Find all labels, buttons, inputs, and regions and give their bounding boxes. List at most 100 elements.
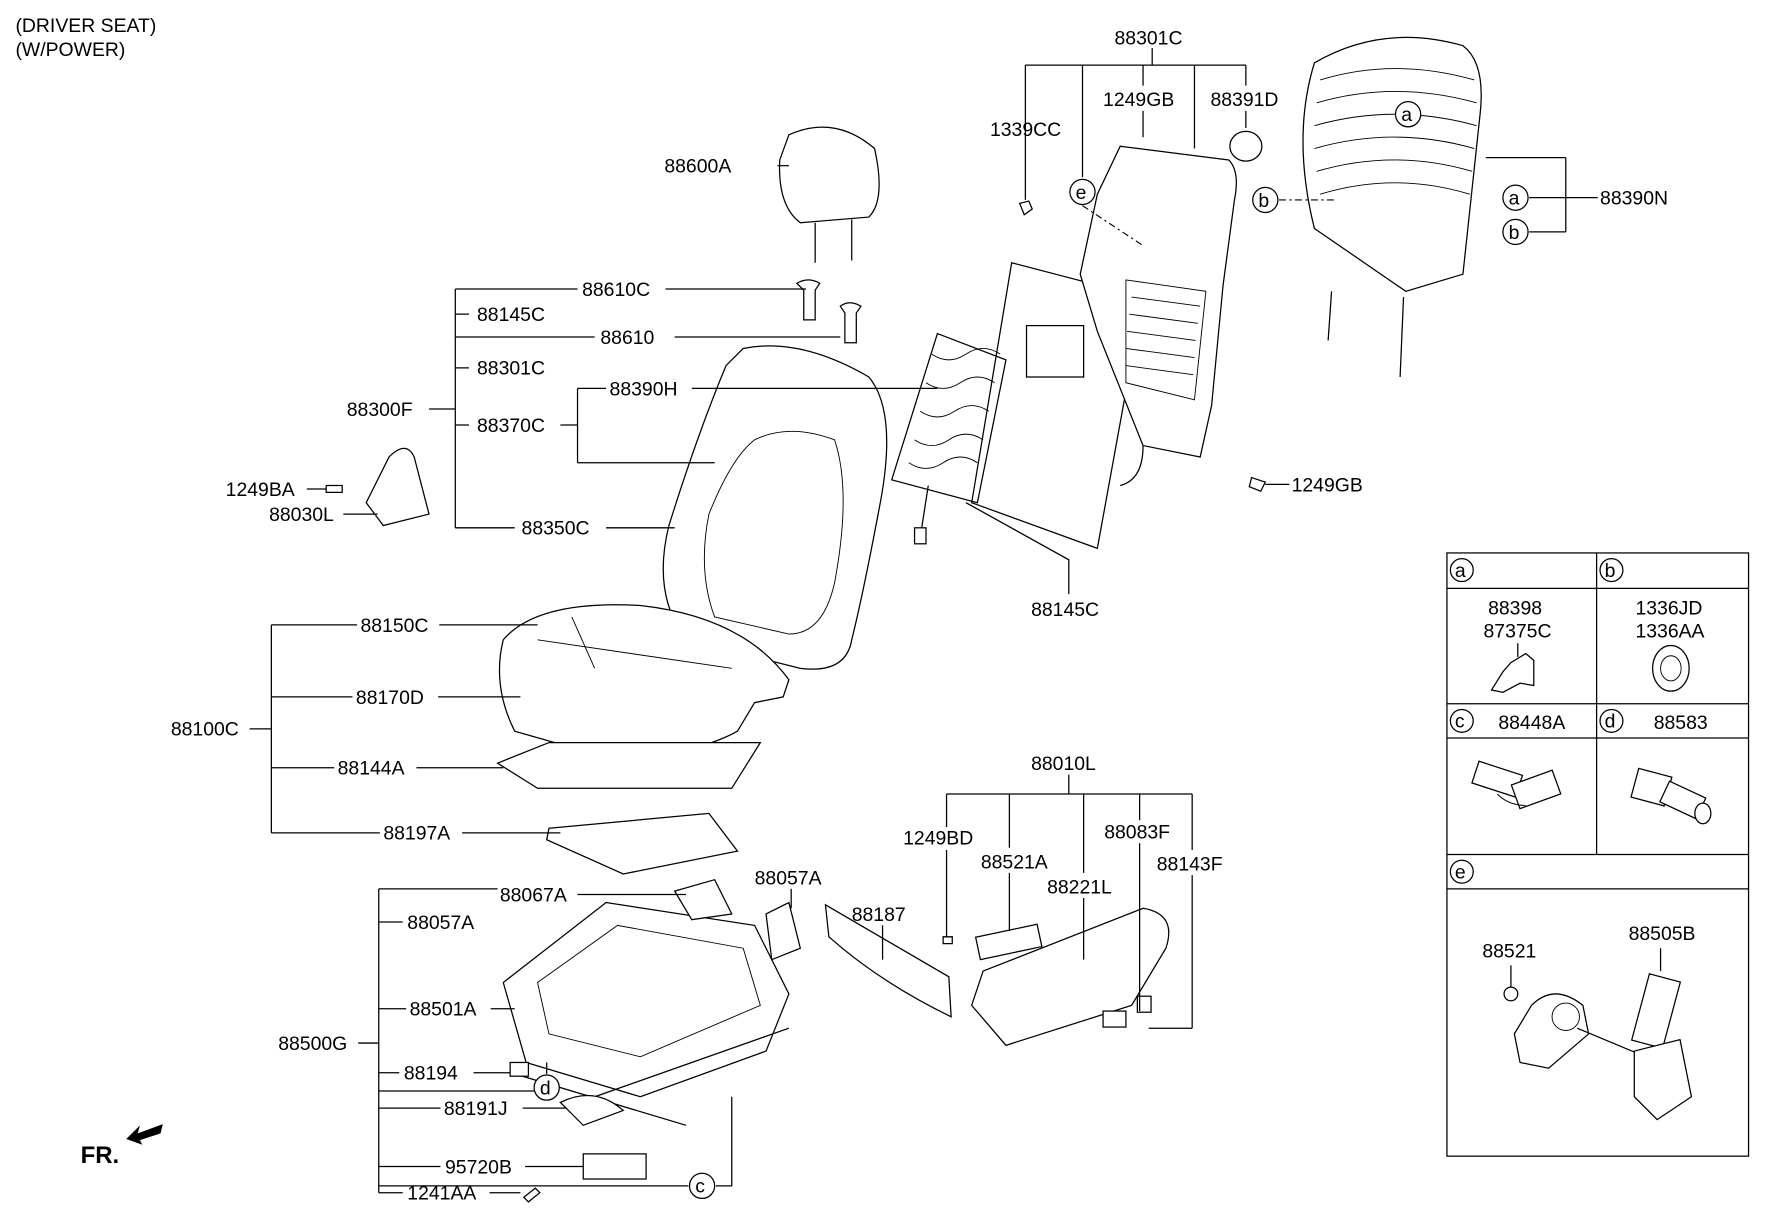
- marker-c-seat: c: [688, 1172, 716, 1200]
- label-88221L: 88221L: [1047, 876, 1112, 898]
- trim-strip-drawing: [824, 903, 952, 1018]
- label-88170D: 88170D: [356, 687, 424, 709]
- label-88150C: 88150C: [360, 615, 428, 637]
- side-shield-drawing: [970, 907, 1170, 1047]
- back-cover-rear-drawing: [1302, 36, 1482, 378]
- label-88194: 88194: [404, 1063, 458, 1085]
- detail-legend-box: a b c d e 88398 87375C 1336JD 1336AA 884…: [1446, 552, 1750, 1157]
- label-88390H: 88390H: [610, 378, 678, 400]
- recliner-88505B-drawing: [1503, 948, 1693, 1121]
- seat-frame-drawing: [502, 878, 802, 1203]
- label-88390N: 88390N: [1600, 187, 1668, 209]
- svg-text:FR.: FR.: [81, 1142, 120, 1169]
- label-88301C-left: 88301C: [477, 358, 545, 380]
- legend-marker-a: a: [1449, 558, 1474, 583]
- svg-text:c: c: [1455, 711, 1465, 733]
- label-88010L: 88010L: [1031, 753, 1096, 775]
- label-88370C: 88370C: [477, 415, 545, 437]
- svg-text:b: b: [1509, 222, 1520, 244]
- label-88144A: 88144A: [338, 758, 405, 780]
- cushion-pan-drawing: [545, 812, 739, 875]
- svg-text:d: d: [540, 1077, 551, 1099]
- back-panel-label-area: [1025, 324, 1085, 378]
- legend-b-part-1: 1336JD: [1635, 598, 1702, 620]
- svg-text:a: a: [1401, 104, 1412, 126]
- marker-a-88390N: a: [1502, 184, 1529, 211]
- label-88067A: 88067A: [500, 884, 567, 906]
- legend-d-part: 88583: [1654, 712, 1708, 734]
- svg-text:a: a: [1509, 187, 1520, 209]
- seatback-pad-drawing: [890, 332, 1007, 545]
- side-trim-drawing: [365, 447, 430, 527]
- switch-88521A: [974, 923, 1043, 961]
- svg-text:e: e: [1076, 182, 1087, 204]
- label-88083F: 88083F: [1104, 822, 1170, 844]
- label-88187: 88187: [852, 904, 906, 926]
- svg-text:b: b: [1258, 190, 1269, 212]
- headrest-drawing: [778, 126, 880, 344]
- label-1339CC: 1339CC: [990, 119, 1061, 141]
- clip-88398-drawing: [1490, 652, 1535, 693]
- label-88145C-bottom: 88145C: [1031, 599, 1099, 621]
- legend-marker-d: d: [1599, 708, 1624, 733]
- marker-d-seat: d: [533, 1074, 560, 1101]
- svg-text:c: c: [695, 1176, 705, 1198]
- label-88191J: 88191J: [444, 1098, 508, 1120]
- label-88391D: 88391D: [1210, 89, 1278, 111]
- callout-labels: 88301C 1339CC 1249GB 88391D 88600A 88610…: [171, 28, 1668, 1205]
- seatback-frame-drawing: [1018, 130, 1263, 487]
- label-88057A-left: 88057A: [407, 912, 474, 934]
- label-88143F: 88143F: [1157, 854, 1223, 876]
- cushion-heater-mat-drawing: [496, 741, 762, 789]
- bolt-1249BA: [325, 484, 343, 494]
- knob-88143F: [1136, 995, 1152, 1013]
- legend-a-part-2: 87375C: [1484, 620, 1552, 642]
- legend-a-part-1: 88398: [1488, 598, 1542, 620]
- marker-b-seat: b: [1252, 186, 1279, 214]
- marker-e-seat: e: [1069, 178, 1096, 206]
- legend-e-part-2: 88505B: [1629, 923, 1696, 945]
- label-88610C: 88610C: [582, 279, 650, 301]
- marker-b-88390N: b: [1502, 218, 1529, 246]
- legend-marker-b: b: [1599, 558, 1624, 583]
- label-88501A: 88501A: [410, 999, 477, 1021]
- bolt-1249GB: [1248, 476, 1267, 493]
- label-1249GB-right: 1249GB: [1292, 474, 1363, 496]
- front-direction-indicator: FR.: [81, 1124, 163, 1169]
- retainer-1336JD-drawing: [1651, 644, 1690, 692]
- leader-lines: [249, 47, 1598, 1194]
- label-88600A: 88600A: [664, 156, 731, 178]
- svg-text:e: e: [1455, 862, 1466, 884]
- seatback-cover-drawing: [662, 345, 888, 670]
- svg-text:a: a: [1455, 560, 1466, 582]
- label-88100C: 88100C: [171, 719, 239, 741]
- legend-marker-e: e: [1449, 859, 1474, 884]
- label-88350C: 88350C: [522, 518, 590, 540]
- label-88145C-left: 88145C: [477, 304, 545, 326]
- label-88610: 88610: [600, 327, 654, 349]
- svg-text:d: d: [1605, 711, 1616, 733]
- svg-text:b: b: [1605, 560, 1616, 582]
- legend-marker-c: c: [1449, 708, 1474, 733]
- legend-c-part: 88448A: [1498, 712, 1565, 734]
- seat-cushion-drawing: [498, 604, 790, 756]
- knob-88083F: [1102, 1010, 1127, 1028]
- title-line-1: (DRIVER SEAT): [15, 15, 156, 37]
- label-88500G: 88500G: [278, 1033, 347, 1055]
- title-line-2: (W/POWER): [15, 39, 125, 61]
- screw-1249BD: [942, 936, 953, 945]
- motor-88448A-drawing: [1471, 760, 1562, 810]
- marker-a-seat: a: [1394, 101, 1422, 128]
- label-88057A-right: 88057A: [755, 867, 822, 889]
- label-88301C-top: 88301C: [1114, 28, 1182, 50]
- label-1249BD: 1249BD: [903, 827, 973, 849]
- label-95720B: 95720B: [445, 1156, 512, 1178]
- label-88521A: 88521A: [981, 851, 1048, 873]
- label-1241AA: 1241AA: [407, 1183, 476, 1205]
- label-1249BA: 1249BA: [226, 479, 295, 501]
- legend-b-part-2: 1336AA: [1635, 620, 1704, 642]
- motor-88583-drawing: [1630, 767, 1712, 825]
- label-88300F: 88300F: [347, 399, 413, 421]
- legend-e-part-1: 88521: [1482, 940, 1536, 962]
